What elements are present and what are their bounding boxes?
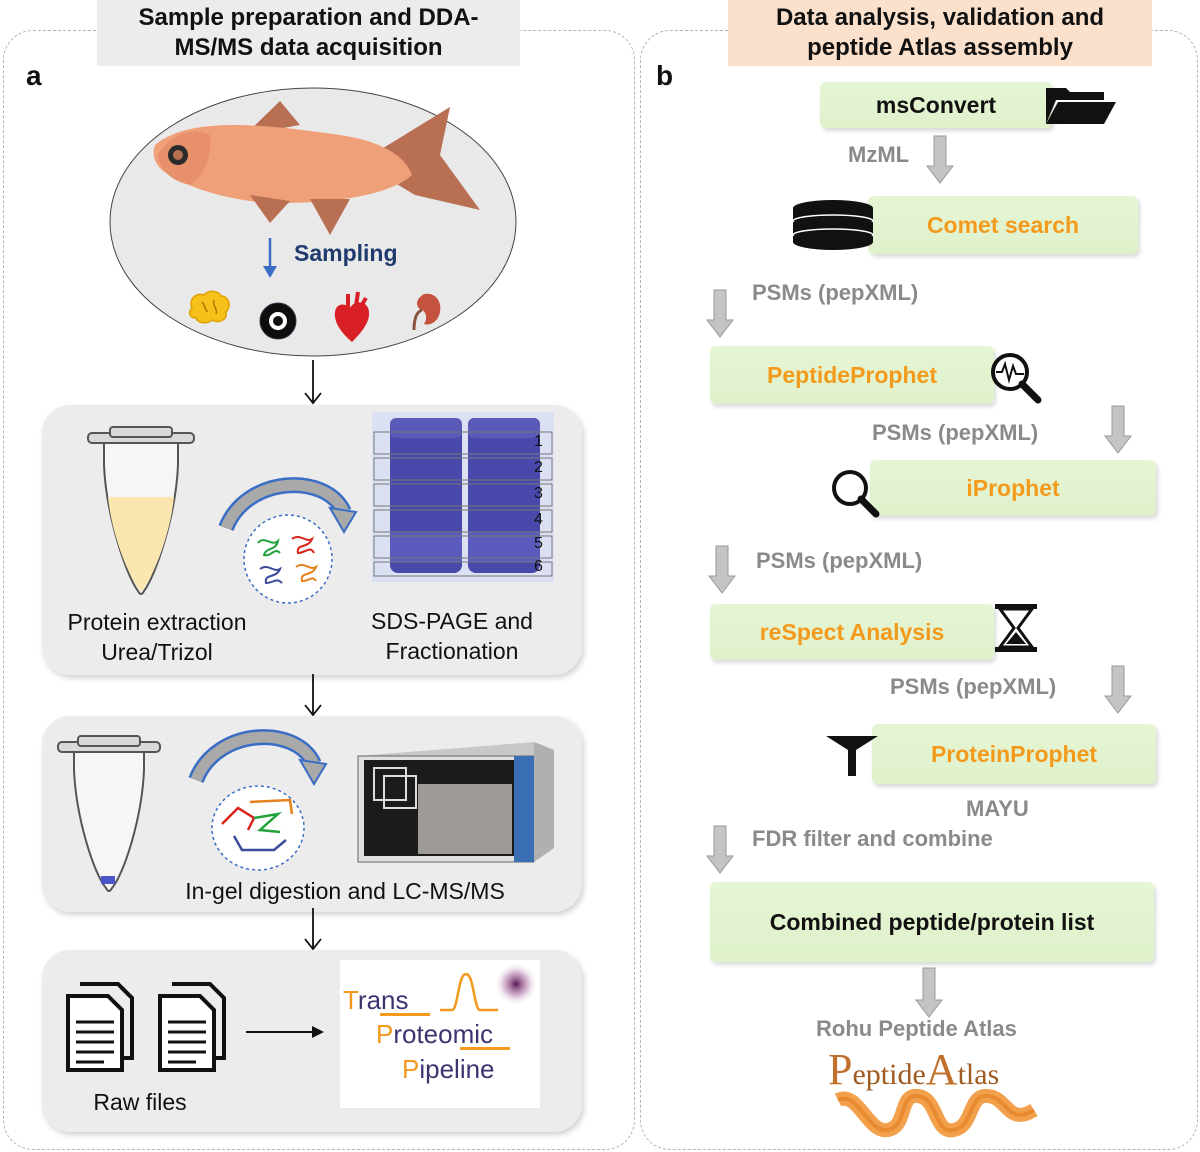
combined-list-box: Combined peptide/protein list <box>710 882 1154 962</box>
digestion-caption: In-gel digestion and LC-MS/MS <box>185 878 505 904</box>
tpp-rest-proteomic: roteomic <box>393 1019 494 1049</box>
fraction-label-5: 5 <box>534 535 543 552</box>
tpp-line-pipeline: Pipeline <box>402 1054 495 1085</box>
msconvert-box: msConvert <box>820 82 1052 128</box>
fraction-label-6: 6 <box>534 558 543 575</box>
database-icon <box>792 200 874 250</box>
label-psms-4: PSMs (pepXML) <box>890 674 1057 699</box>
arrow-psms-3 <box>707 545 737 594</box>
sds-caption-line2: Fractionation <box>385 638 519 664</box>
panel-b-header-line1: Data analysis, validation and <box>775 4 1105 31</box>
curved-arrow-2 <box>188 729 328 786</box>
tpp-letter-p2: P <box>402 1054 420 1084</box>
arrow-psms-2 <box>1103 405 1133 454</box>
brain-icon <box>188 290 230 324</box>
label-mzml: MzML <box>848 142 910 167</box>
filter-icon <box>826 736 878 776</box>
flow-arrow-1 <box>304 360 322 405</box>
tpp-letter-t: T <box>343 985 358 1015</box>
panel-a-label: a <box>26 60 42 91</box>
logo-word-eptide: eptide <box>852 1058 926 1091</box>
sds-caption: SDS-PAGE and Fractionation <box>350 606 554 666</box>
peptideatlas-helix <box>834 1089 1038 1138</box>
panel-a-header-line1: Sample preparation and DDA- <box>138 4 479 31</box>
fraction-label-4: 4 <box>534 511 543 528</box>
tpp-peak-icon <box>440 962 538 1012</box>
panel-b-header-line2: peptide Atlas assembly <box>807 34 1073 61</box>
document-icon-2 <box>158 982 226 1072</box>
panel-a-header: Sample preparation and DDA- MS/MS data a… <box>97 3 520 63</box>
iprophet-box: iProphet <box>870 460 1156 516</box>
logo-word-tlas: tlas <box>957 1058 1000 1091</box>
comet-search-box: Comet search <box>868 196 1138 254</box>
peptideprophet-box: PeptideProphet <box>710 346 994 404</box>
tpp-letter-p1: P <box>376 1019 394 1049</box>
panel-b-header-bg <box>728 0 1152 66</box>
protein-mix-icon <box>243 514 333 604</box>
fish-icon <box>153 101 480 235</box>
arrow-psms-1 <box>705 289 735 338</box>
tpp-underline-1 <box>380 1013 430 1016</box>
sampling-label: Sampling <box>294 240 398 266</box>
arrow-atlas <box>914 967 944 1018</box>
panel-a-header-bg <box>97 0 520 66</box>
curved-arrow <box>218 477 358 534</box>
flow-arrow-3 <box>304 908 322 951</box>
label-atlas: Rohu Peptide Atlas <box>816 1016 1017 1041</box>
raw-files-caption: Raw files <box>93 1089 187 1115</box>
sampling-arrow <box>263 238 277 278</box>
proteinprophet-box: ProteinProphet <box>872 724 1156 784</box>
label-mayu: MAYU <box>966 796 1029 821</box>
kidney-icon <box>412 293 441 331</box>
fraction-label-2: 2 <box>534 459 543 476</box>
arrow-psms-4 <box>1103 665 1133 714</box>
label-psms-3: PSMs (pepXML) <box>756 548 923 573</box>
logo-letter-p: P <box>828 1045 853 1094</box>
sds-page-gel <box>372 412 554 582</box>
magnifier-icon <box>832 470 880 518</box>
fraction-label-3: 3 <box>534 485 543 502</box>
raw-to-tpp-arrow <box>246 1026 324 1038</box>
magnifier-signal-icon <box>991 353 1042 404</box>
eye-icon <box>259 302 297 340</box>
panel-a-header-line2: MS/MS data acquisition <box>174 34 443 61</box>
tube-icon <box>87 426 195 595</box>
panel-b-label: b <box>656 60 674 91</box>
arrow-fdr <box>705 825 735 874</box>
extraction-caption-line2: Urea/Trizol <box>101 639 213 665</box>
panel-b-header: Data analysis, validation and peptide At… <box>728 3 1152 63</box>
logo-letter-a: A <box>925 1045 958 1094</box>
tpp-underline-2 <box>460 1047 510 1050</box>
label-psms-2: PSMs (pepXML) <box>872 420 1039 445</box>
sds-caption-line1: SDS-PAGE and <box>371 608 533 634</box>
extraction-caption: Protein extraction Urea/Trizol <box>52 607 262 667</box>
folder-open-icon <box>1046 88 1116 124</box>
extraction-caption-line1: Protein extraction <box>67 609 247 635</box>
heart-icon <box>334 291 370 342</box>
respect-analysis-box: reSpect Analysis <box>710 604 994 660</box>
label-fdr: FDR filter and combine <box>752 826 993 851</box>
mass-spectrometer-icon <box>357 742 554 863</box>
flow-arrow-2 <box>304 674 322 717</box>
peptideatlas-logo: PeptideAtlas <box>828 1044 999 1095</box>
tpp-line-trans: Trans <box>343 985 409 1016</box>
tpp-rest-pipeline: ipeline <box>419 1054 495 1084</box>
fraction-label-1: 1 <box>534 433 543 450</box>
tpp-line-proteomic: Proteomic <box>376 1019 493 1050</box>
tube-small-icon <box>57 735 161 892</box>
document-icon-1 <box>66 982 134 1072</box>
arrow-mzml <box>925 135 955 184</box>
label-psms-1: PSMs (pepXML) <box>752 280 919 305</box>
hourglass-icon <box>995 604 1037 652</box>
peptide-mix-icon <box>211 785 305 871</box>
tpp-rest-trans: rans <box>357 985 409 1015</box>
